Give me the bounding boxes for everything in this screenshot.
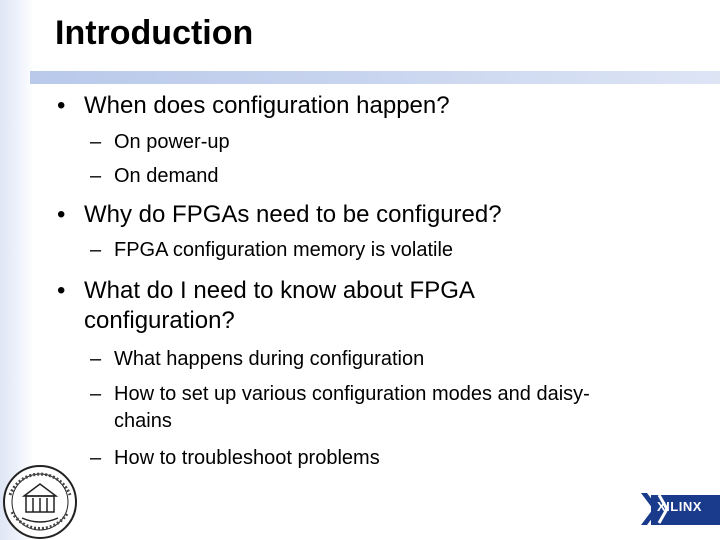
left-gradient-band: [0, 0, 34, 540]
xilinx-logo-text: XILINX: [657, 499, 702, 514]
sub-bullet-1-2-text: On demand: [114, 165, 219, 187]
sub-bullet-3-2-text: How to set up various configuration mode…: [114, 383, 590, 432]
sub-bullet-1-1-text: On power-up: [114, 131, 230, 153]
sub-bullet-3-1-text: What happens during configuration: [114, 348, 425, 370]
dash-glyph: –: [90, 383, 102, 405]
sub-bullet-2-1-text: FPGA configuration memory is volatile: [114, 239, 454, 261]
dash-glyph: –: [90, 348, 102, 370]
bullet-glyph: •: [57, 201, 66, 228]
bullet-2-text: Why do FPGAs need to be configured?: [84, 201, 502, 228]
sub-bullet-3-3-text: How to troubleshoot problems: [114, 447, 380, 469]
bullet-3-text: What do I need to know about FPGA config…: [84, 277, 474, 334]
dash-glyph: –: [90, 447, 102, 469]
bullet-glyph: •: [57, 92, 66, 119]
slide-title: Introduction: [55, 14, 254, 52]
bullet-1-text: When does configuration happen?: [84, 92, 450, 119]
dash-glyph: –: [90, 131, 102, 153]
university-seal-icon: [3, 465, 77, 539]
dash-glyph: –: [90, 239, 102, 261]
xilinx-logo-icon: [641, 493, 720, 525]
bullet-glyph: •: [57, 277, 66, 304]
title-rule: [30, 71, 720, 84]
dash-glyph: –: [90, 165, 102, 187]
